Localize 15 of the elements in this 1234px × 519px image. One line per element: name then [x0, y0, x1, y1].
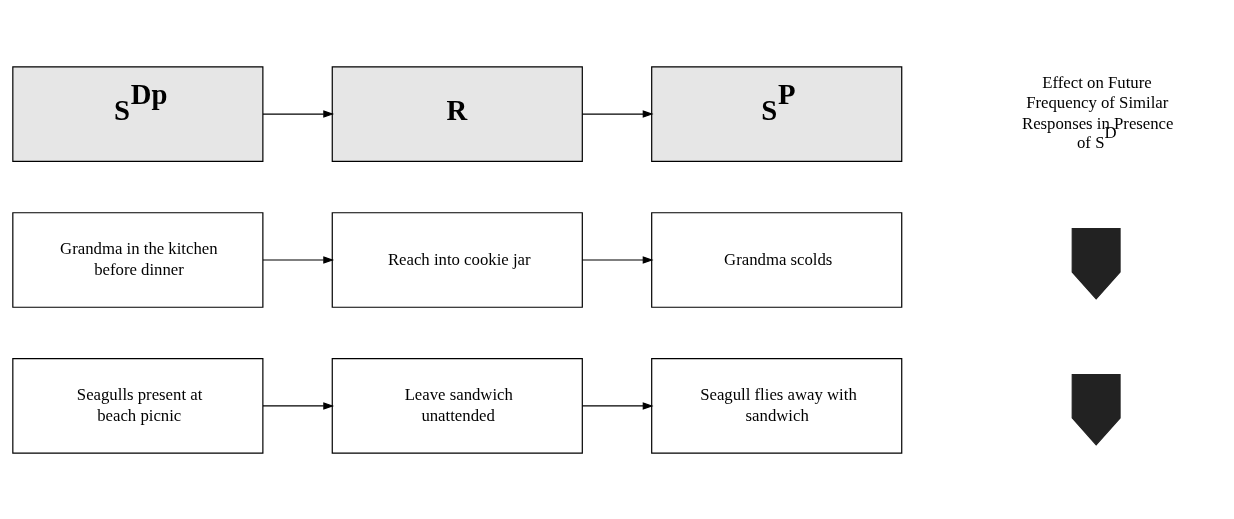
arrow: [262, 401, 335, 410]
arrow: [581, 109, 654, 118]
node-box: R: [331, 65, 583, 162]
arrow: [262, 255, 335, 264]
node-box: Seagulls present at beach picnic: [12, 357, 264, 454]
node-arrow: [1071, 227, 1121, 300]
node-arrow: [1071, 373, 1121, 446]
arrow: [262, 109, 335, 118]
node-box: Grandma scolds: [651, 211, 903, 308]
node-box: Reach into cookie jar: [331, 211, 583, 308]
arrow: [581, 255, 654, 264]
node-box: Grandma in the kitchen before dinner: [12, 211, 264, 308]
arrow: [581, 401, 654, 410]
node-box: Seagull flies away with sandwich: [651, 357, 903, 454]
node-box: Leave sandwich unattended: [331, 357, 583, 454]
